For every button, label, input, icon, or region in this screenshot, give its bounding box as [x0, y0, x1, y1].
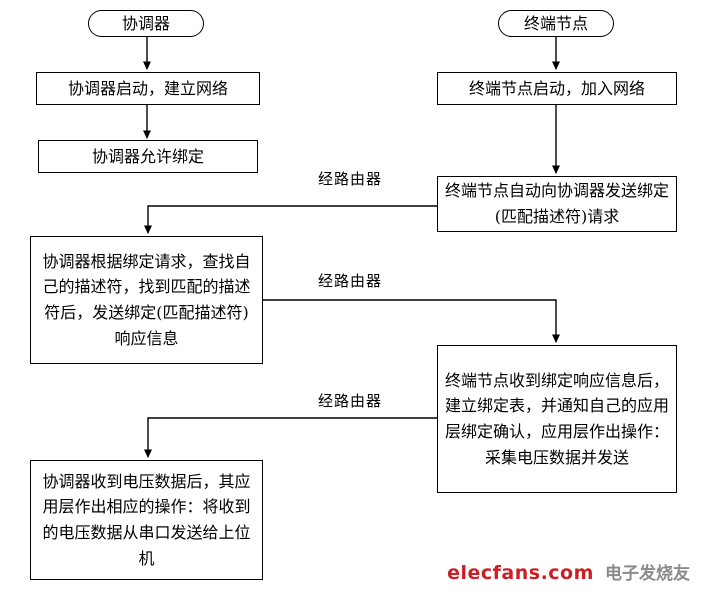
process-coordinator-start-network: 协调器启动，建立网络	[36, 72, 260, 105]
process-endnode-bind-confirm-collect: 终端节点收到绑定响应信息后，建立绑定表，并通知自己的应用层绑定确认，应用层作出操…	[437, 345, 677, 493]
logo-brand-cn-text: 电子发烧友	[605, 564, 690, 584]
edge-label-via-router-2: 经路由器	[318, 272, 383, 290]
process-endnode-join-network: 终端节点启动，加入网络	[437, 72, 677, 105]
arrow-bind-response-via-router	[263, 299, 560, 343]
process-coordinator-match-descriptor: 协调器根据绑定请求，查找自己的描述符，找到匹配的描述符后，发送绑定(匹配描述符)…	[30, 236, 263, 364]
terminator-coordinator: 协调器	[88, 10, 204, 37]
process-coordinator-forward-voltage: 协调器收到电压数据后，其应用层作出相应的操作：将收到的电压数据从串口发送给上位机	[30, 460, 263, 580]
process-coordinator-allow-binding: 协调器允许绑定	[38, 140, 258, 173]
edge-label-via-router-1: 经路由器	[318, 170, 383, 188]
arrow-voltage-data-via-router	[144, 417, 437, 458]
terminator-end-node: 终端节点	[498, 10, 614, 37]
edge-label-via-router-3: 经路由器	[318, 392, 383, 410]
logo-brand-text: elecfans.com	[447, 562, 594, 584]
arrow-bind-request-via-router	[144, 205, 437, 234]
elecfans-logo: elecfans.com 电子发烧友	[447, 559, 690, 584]
process-endnode-send-bind-request: 终端节点自动向协调器发送绑定(匹配描述符)请求	[437, 176, 677, 232]
